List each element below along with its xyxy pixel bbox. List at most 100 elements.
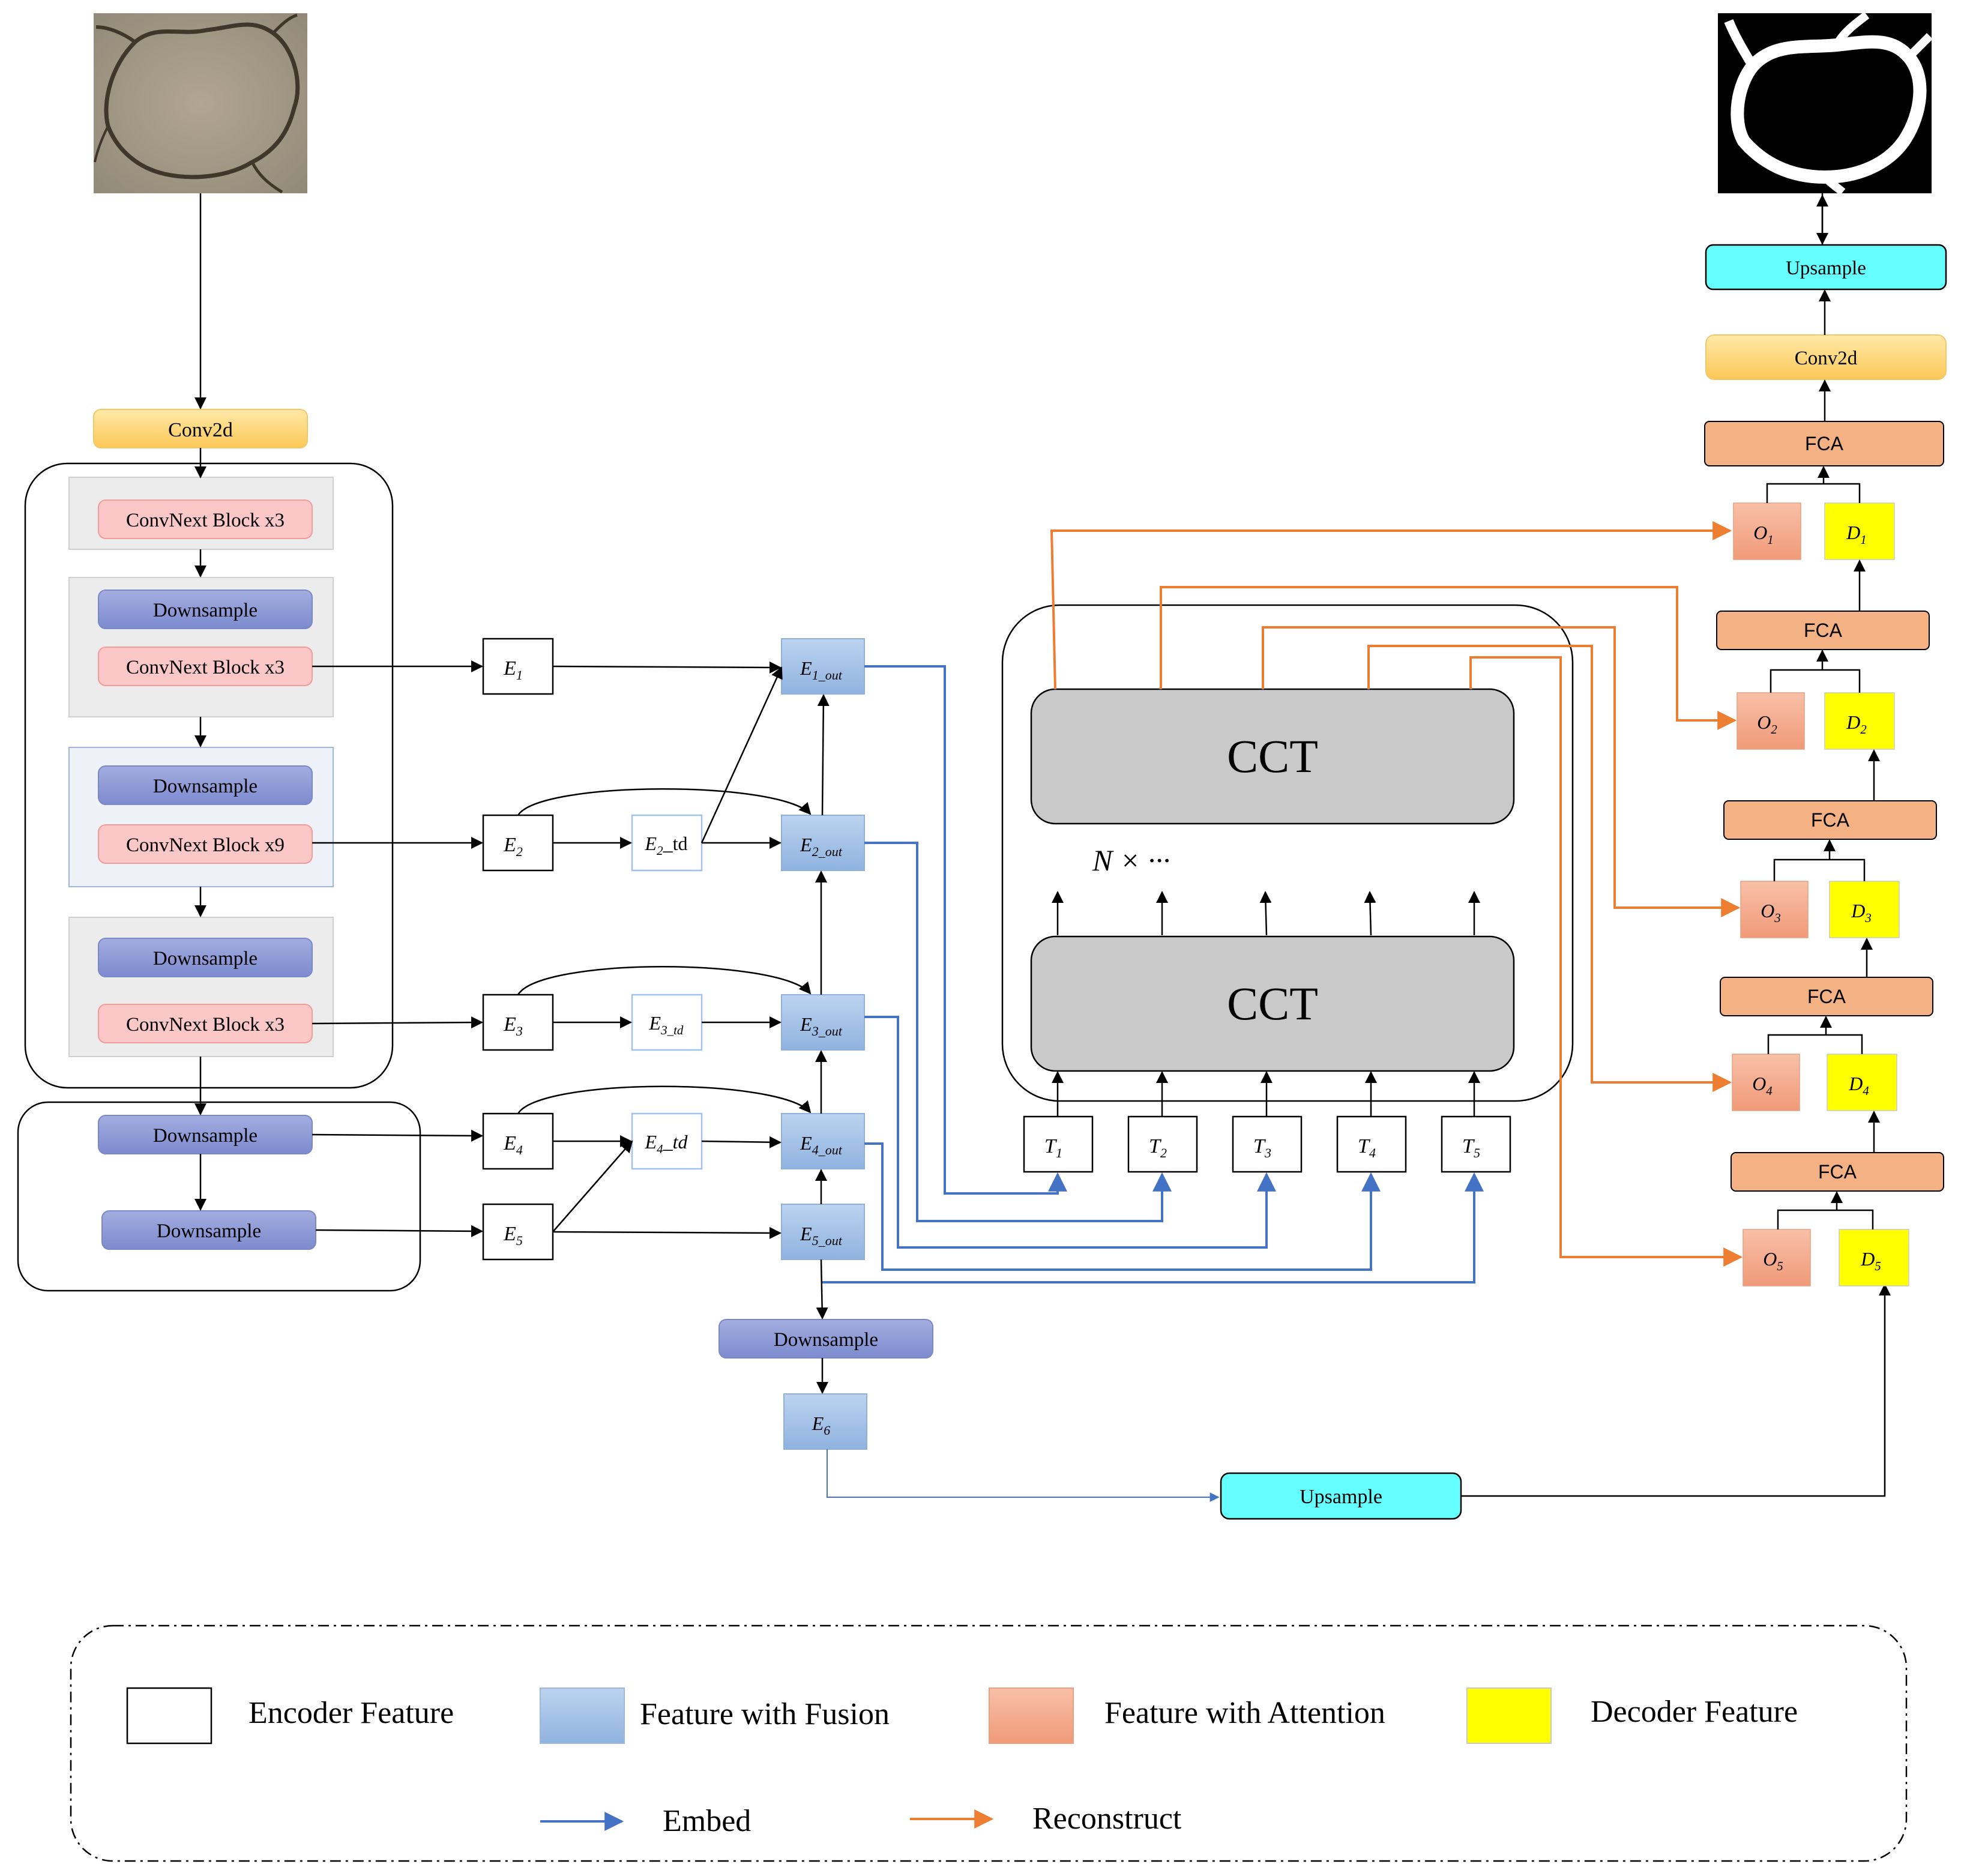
svg-text:O2: O2 <box>1757 711 1777 737</box>
stage4-convnext-block: ConvNext Block x3 <box>98 1004 313 1043</box>
fusion-downsample-label: Downsample <box>774 1329 878 1351</box>
legend-swatch-encoder <box>126 1687 212 1745</box>
output-mask-image <box>1718 11 1933 196</box>
stage2-convnext-label: ConvNext Block x3 <box>126 657 285 678</box>
stage2-downsample-block: Downsample <box>98 590 313 629</box>
svg-text:E1_out: E1_out <box>800 657 843 683</box>
token-t5: T5 <box>1441 1115 1511 1173</box>
feature-e3: E3 <box>482 994 554 1051</box>
fusion-e2-out: E2_out <box>781 815 865 871</box>
legend-decoder-feature: Decoder Feature <box>1591 1695 1798 1729</box>
svg-text:E4: E4 <box>503 1132 523 1157</box>
svg-text:FCA: FCA <box>1811 809 1850 831</box>
stage4-downsample-block: Downsample <box>98 938 313 977</box>
cct-bottom-label: CCT <box>1227 977 1318 1030</box>
svg-text:FCA: FCA <box>1807 986 1846 1007</box>
fusion-e1-out: E1_out <box>781 638 865 695</box>
decoder-conv2d-block: Conv2d <box>1705 334 1947 380</box>
svg-text:FCA: FCA <box>1818 1161 1857 1183</box>
svg-text:D4: D4 <box>1848 1073 1869 1098</box>
legend-box <box>70 1624 1908 1862</box>
stage3-downsample-block: Downsample <box>98 765 313 805</box>
fusion-downsample-block: Downsample <box>718 1319 933 1359</box>
fca-block-4: FCA <box>1720 977 1933 1016</box>
svg-text:T3: T3 <box>1253 1135 1271 1160</box>
svg-text:O3: O3 <box>1761 900 1781 925</box>
upsample-to-d5-arrow <box>1461 1283 1891 1497</box>
attention-o1: O1 <box>1733 502 1801 560</box>
svg-text:E1: E1 <box>503 657 523 683</box>
feature-e2: E2 <box>482 814 554 872</box>
attention-o3: O3 <box>1740 881 1809 938</box>
fusion-e3-out: E3_out <box>781 994 865 1051</box>
svg-text:E4_out: E4_out <box>800 1132 843 1157</box>
attention-o2: O2 <box>1737 692 1805 750</box>
stage2-downsample-label: Downsample <box>153 600 258 621</box>
extra-downsample-label-2: Downsample <box>157 1220 261 1242</box>
fusion-e6: E6 <box>783 1393 867 1450</box>
svg-text:T2: T2 <box>1149 1135 1167 1160</box>
legend-encoder-feature: Encoder Feature <box>249 1696 454 1730</box>
svg-text:O5: O5 <box>1763 1248 1783 1273</box>
cct-top-block: CCT <box>1030 688 1515 825</box>
stage1-convnext-label: ConvNext Block x3 <box>126 510 285 531</box>
extra-downsample-block-1: Downsample <box>98 1115 313 1154</box>
feature-e2-td: E2_td <box>631 814 703 872</box>
feature-e4: E4 <box>482 1112 554 1170</box>
stage3-convnext-block: ConvNext Block x9 <box>98 824 313 864</box>
bottom-upsample-label: Upsample <box>1300 1486 1382 1508</box>
decoder-conv2d-label: Conv2d <box>1795 348 1858 369</box>
attention-o4: O4 <box>1732 1054 1800 1111</box>
stage3-downsample-label: Downsample <box>153 776 258 797</box>
bottom-upsample-block: Upsample <box>1220 1472 1462 1520</box>
fca-block-1: FCA <box>1704 421 1944 466</box>
decoder-upsample-top: Upsample <box>1705 244 1947 291</box>
decoder-d5: D5 <box>1839 1229 1909 1286</box>
extra-downsample-container <box>17 1101 421 1292</box>
legend-feature-fusion: Feature with Fusion <box>640 1697 890 1731</box>
fusion-connectors <box>312 660 830 1394</box>
fca-block-5: FCA <box>1731 1152 1944 1192</box>
svg-text:D3: D3 <box>1851 900 1872 925</box>
svg-text:E4_td: E4_td <box>645 1131 688 1156</box>
encoder-conv2d-label: Conv2d <box>168 419 233 441</box>
reconstruct-lines <box>1050 521 1743 1267</box>
svg-text:E3_td: E3_td <box>649 1012 684 1037</box>
svg-text:D5: D5 <box>1860 1248 1881 1273</box>
svg-text:D1: D1 <box>1846 522 1867 547</box>
svg-text:O4: O4 <box>1752 1073 1773 1098</box>
fusion-e5-out: E5_out <box>781 1204 865 1260</box>
legend-feature-attention: Feature with Attention <box>1104 1696 1385 1730</box>
embed-lines <box>822 665 1484 1502</box>
svg-text:E6: E6 <box>812 1413 831 1438</box>
svg-text:E3: E3 <box>503 1013 523 1039</box>
legend-swatch-attention <box>989 1687 1074 1744</box>
legend-reconstruct: Reconstruct <box>1032 1802 1182 1836</box>
svg-text:E5: E5 <box>503 1223 523 1248</box>
decoder-connectors <box>1766 193 1880 1229</box>
legend-swatch-fusion <box>540 1687 625 1744</box>
stage3-convnext-label: ConvNext Block x9 <box>126 834 285 856</box>
svg-text:E2_out: E2_out <box>800 834 843 859</box>
encoder-stage-container <box>24 462 394 1089</box>
stage4-convnext-label: ConvNext Block x3 <box>126 1014 285 1036</box>
decoder-d4: D4 <box>1827 1054 1897 1111</box>
legend-swatch-decoder <box>1466 1687 1552 1744</box>
svg-text:D2: D2 <box>1846 711 1867 737</box>
token-t3: T3 <box>1232 1115 1303 1173</box>
fca-block-2: FCA <box>1716 611 1930 650</box>
decoder-d2: D2 <box>1824 692 1895 750</box>
decoder-d3: D3 <box>1829 881 1900 938</box>
svg-text:FCA: FCA <box>1805 433 1844 454</box>
svg-text:T5: T5 <box>1462 1135 1480 1160</box>
cct-bottom-block: CCT <box>1030 935 1515 1072</box>
svg-text:FCA: FCA <box>1804 620 1843 641</box>
token-t4: T4 <box>1336 1115 1407 1173</box>
stage4-downsample-label: Downsample <box>153 948 258 970</box>
svg-text:O1: O1 <box>1753 522 1774 547</box>
fusion-e4-out: E4_out <box>781 1113 865 1169</box>
encoder-conv2d-block: Conv2d <box>93 409 308 448</box>
feature-e3-td: E3_td <box>631 994 703 1051</box>
input-crack-image <box>94 13 307 194</box>
